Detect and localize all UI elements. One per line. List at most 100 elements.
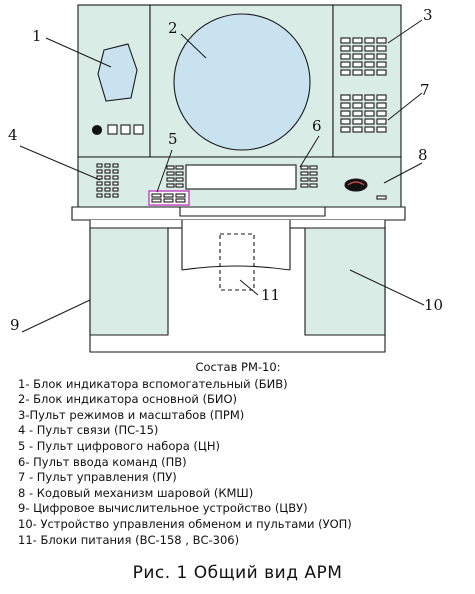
keypad-key — [364, 53, 375, 60]
command-key — [166, 165, 175, 170]
legend-item: 9- Цифровое вычислительное устройство (Ц… — [18, 501, 308, 516]
legend-title: Состав РМ-10: — [195, 360, 281, 374]
comm-key — [112, 181, 119, 186]
keypad-key — [364, 110, 375, 117]
keypad-key — [376, 102, 387, 109]
mode-scale-panel-block — [332, 4, 402, 158]
digit-key — [163, 193, 174, 198]
command-key — [175, 183, 184, 188]
keypad-key — [340, 94, 351, 101]
keypad-key — [364, 94, 375, 101]
command-key — [309, 177, 318, 182]
comm-panel-keys — [96, 163, 119, 198]
callout-7: 7 — [420, 81, 430, 99]
command-key — [309, 171, 318, 176]
keypad-key — [352, 69, 363, 76]
comm-key — [112, 193, 119, 198]
keypad-key — [340, 53, 351, 60]
comm-key — [96, 181, 103, 186]
callout-4: 4 — [8, 126, 18, 144]
command-key — [309, 165, 318, 170]
legend-item: 3-Пульт режимов и масштабов (ПРМ) — [18, 407, 245, 422]
comm-key — [96, 187, 103, 192]
legend-item: 1- Блок индикатора вспомогательный (БИВ) — [18, 376, 288, 391]
command-keys-left — [166, 165, 184, 188]
comm-key — [104, 169, 111, 174]
composition-legend: Состав РМ-10: 1- Блок индикатора вспомог… — [18, 360, 458, 548]
keypad-key — [340, 102, 351, 109]
command-keys-right — [300, 165, 318, 188]
desk-edge — [71, 206, 406, 221]
mode-scale-keypad — [340, 37, 387, 76]
keypad-key — [364, 45, 375, 52]
callout-9: 9 — [10, 316, 20, 334]
legend-item: 2- Блок индикатора основной (БИО) — [18, 392, 238, 407]
keypad-key — [340, 110, 351, 117]
keypad-key — [352, 45, 363, 52]
keypad-key — [364, 69, 375, 76]
keypad-key — [376, 53, 387, 60]
command-key — [300, 171, 309, 176]
keypad-key — [352, 94, 363, 101]
trackball — [344, 178, 368, 192]
keypad-key — [376, 69, 387, 76]
keypad-key — [376, 118, 387, 125]
comm-key — [112, 175, 119, 180]
callout-2: 2 — [168, 19, 178, 37]
keypad-key — [364, 37, 375, 44]
keypad-key — [376, 94, 387, 101]
digit-key — [175, 198, 186, 203]
callout-6: 6 — [312, 117, 322, 135]
power-supply-block — [219, 233, 255, 291]
control-keypad — [340, 94, 387, 133]
main-indicator-block — [149, 4, 334, 158]
keypad-key — [352, 126, 363, 133]
digit-key — [151, 193, 162, 198]
legend-item: 4 - Пульт связи (ПС-15) — [18, 423, 159, 438]
keypad-key — [352, 110, 363, 117]
keypad-key — [352, 102, 363, 109]
callout-8: 8 — [418, 146, 428, 164]
command-key — [300, 165, 309, 170]
keypad-key — [352, 61, 363, 68]
command-display — [185, 164, 297, 190]
comm-key — [96, 169, 103, 174]
legend-item: 5 - Пульт цифрового набора (ЦН) — [18, 438, 220, 453]
legend-item: 8 - Кодовый механизм шаровой (КМШ) — [18, 485, 254, 500]
keypad-key — [364, 102, 375, 109]
keypad-key — [340, 45, 351, 52]
comm-key — [112, 169, 119, 174]
legend-item: 11- Блоки питания (ВС-158 , ВС-306) — [18, 532, 240, 547]
keypad-key — [340, 37, 351, 44]
command-key — [309, 183, 318, 188]
command-key — [175, 171, 184, 176]
digit-key — [163, 198, 174, 203]
digit-key — [175, 193, 186, 198]
keypad-key — [352, 118, 363, 125]
legend-item: 10- Устройство управления обменом и пуль… — [18, 516, 352, 531]
console-diagram: 1 2 3 4 5 6 7 8 9 10 11 — [8, 4, 443, 353]
keypad-key — [364, 126, 375, 133]
trackball-button — [376, 195, 387, 200]
command-key — [166, 177, 175, 182]
aux-indicator-block — [77, 4, 151, 158]
comm-key — [112, 163, 119, 168]
aux-indicator-screen — [97, 43, 138, 102]
command-key — [300, 177, 309, 182]
comm-key — [96, 175, 103, 180]
command-key — [175, 177, 184, 182]
command-key — [166, 171, 175, 176]
keypad-key — [376, 37, 387, 44]
keypad-key — [352, 37, 363, 44]
comm-key — [96, 193, 103, 198]
keypad-key — [340, 61, 351, 68]
legend-item: 6- Пульт ввода команд (ПВ) — [18, 454, 187, 469]
digit-entry-panel — [148, 190, 190, 206]
keypad-key — [364, 118, 375, 125]
callout-11: 11 — [261, 286, 280, 304]
keypad-key — [364, 61, 375, 68]
keypad-key — [340, 69, 351, 76]
keypad-key — [376, 61, 387, 68]
callout-5: 5 — [168, 130, 178, 148]
command-key — [300, 183, 309, 188]
